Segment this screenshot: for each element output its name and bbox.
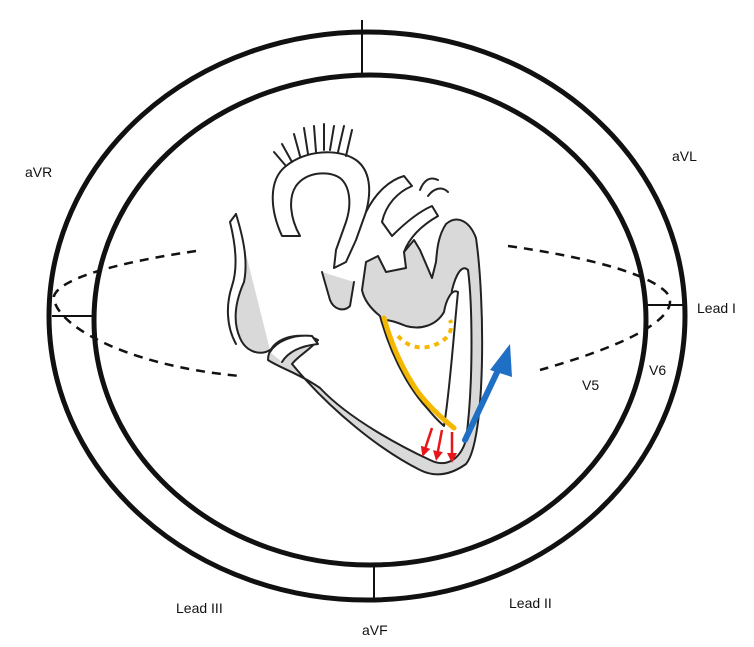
outer-ring <box>46 29 688 603</box>
precordial-plane-dashed <box>52 249 241 378</box>
mean-axis-arrow-shaft <box>462 363 503 443</box>
pulmonary-branches <box>419 177 449 197</box>
mean-axis-arrow-head <box>490 344 512 377</box>
pulmonary-trunk <box>365 175 439 253</box>
label-avf: aVF <box>362 622 388 638</box>
heart-illustration <box>226 123 484 476</box>
inferior-vena-cava <box>269 334 319 363</box>
label-v6: V6 <box>649 362 667 378</box>
brachiocephalic-branches <box>273 123 353 167</box>
ventricle-outline <box>267 218 484 476</box>
precordial-plane-dashed-right <box>507 244 672 372</box>
inner-ring <box>91 72 649 568</box>
label-lead-i: Lead I <box>697 300 736 316</box>
label-v5: V5 <box>582 377 600 393</box>
atrium-wall <box>226 213 237 345</box>
superior-vena-cava <box>234 213 271 354</box>
aortic-arch <box>271 151 371 269</box>
depolarization-arrows <box>420 427 457 463</box>
label-avr: aVR <box>25 164 53 180</box>
label-lead-iii: Lead III <box>176 600 223 616</box>
red-arrow-1 <box>420 427 434 457</box>
label-avl: aVL <box>672 148 697 164</box>
conduction-pathway <box>381 315 457 431</box>
left-atrium <box>321 271 355 311</box>
left-ventricle-cavity <box>383 290 459 427</box>
label-lead-ii: Lead II <box>509 595 552 611</box>
red-arrow-2 <box>433 429 444 461</box>
conduction-branch-dotted <box>396 319 454 350</box>
